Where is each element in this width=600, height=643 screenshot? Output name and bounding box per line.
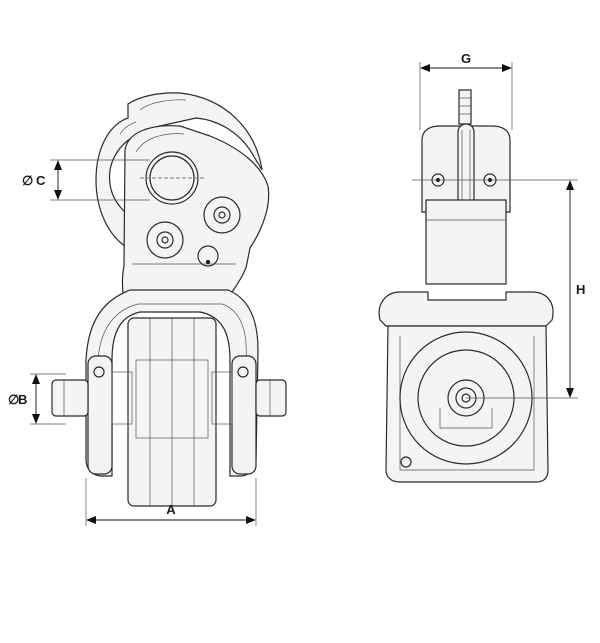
front-view xyxy=(51,92,287,507)
dimension-g-label: G xyxy=(461,51,471,66)
left-side-plate xyxy=(87,355,113,475)
axle-right-end xyxy=(255,379,287,417)
dimension-b-prefix: ∅ xyxy=(8,392,19,407)
dimension-b-label: B xyxy=(18,392,27,407)
dimension-h xyxy=(412,179,578,399)
neck xyxy=(425,199,507,285)
dimension-a-label: A xyxy=(166,502,176,517)
dimension-a xyxy=(85,478,257,526)
right-side-plate xyxy=(231,355,257,475)
shoulders xyxy=(378,291,554,327)
dimension-c-label: C xyxy=(36,173,46,188)
cheek-plate xyxy=(121,125,270,301)
dimension-g xyxy=(419,62,513,130)
dimension-h-label: H xyxy=(576,282,585,297)
dimension-c-prefix: ∅ xyxy=(22,173,33,188)
side-view xyxy=(378,89,554,483)
bolt-1 xyxy=(203,196,241,234)
dimension-c xyxy=(50,159,150,201)
dimension-b xyxy=(30,373,66,425)
top-fin xyxy=(458,89,472,125)
bolt-2 xyxy=(146,221,184,259)
lower-housing xyxy=(385,325,549,483)
housing-bolt xyxy=(400,456,412,468)
bolt-3 xyxy=(197,245,219,267)
axle-left-end xyxy=(51,379,89,417)
